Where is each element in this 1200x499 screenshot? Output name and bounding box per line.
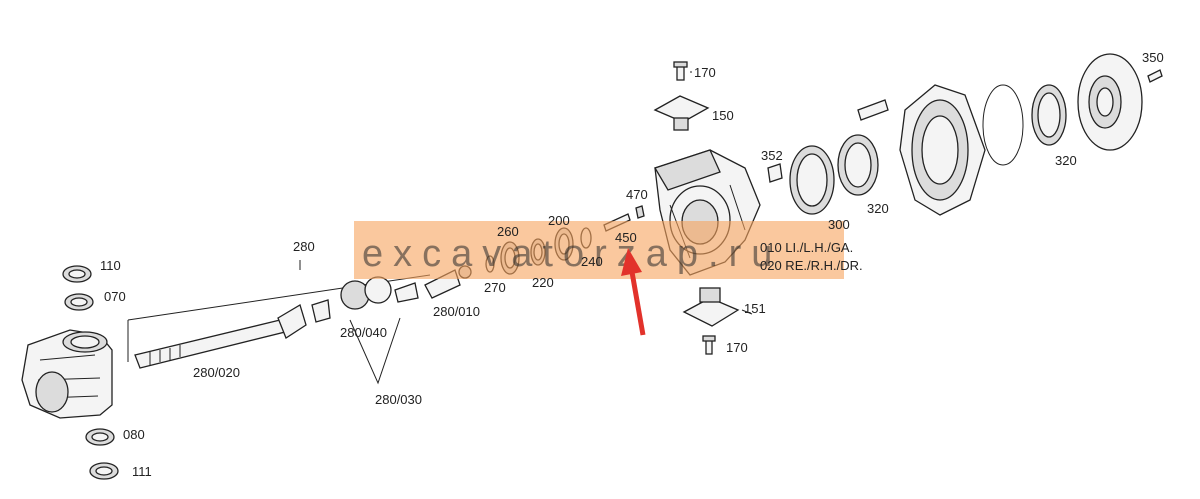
callout-352: 352 xyxy=(761,148,783,163)
watermark-text: excavatorzap.ru xyxy=(362,233,782,275)
callout-450: 450 xyxy=(615,230,637,245)
cover-150 xyxy=(653,95,710,131)
legend-line-2: 020 RE./R.H./DR. xyxy=(760,258,863,273)
callout-350: 350 xyxy=(1142,50,1164,65)
callout-070: 070 xyxy=(104,289,126,304)
callout-111: 111 xyxy=(132,464,152,479)
callout-240: 240 xyxy=(581,254,603,269)
bushing-352 xyxy=(767,163,783,183)
callout-170-top: 170 xyxy=(694,65,716,80)
callout-200: 200 xyxy=(548,213,570,228)
seal-320-right xyxy=(1031,84,1067,146)
axle-housing-knuckle xyxy=(21,329,113,419)
watermark-band xyxy=(354,221,844,279)
bolt-350 xyxy=(1147,69,1163,83)
callout-280-020: 280/020 xyxy=(193,365,240,380)
ring-111 xyxy=(89,462,119,480)
o-ring xyxy=(982,84,1024,166)
callout-280-040: 280/040 xyxy=(340,325,387,340)
bearing-080 xyxy=(85,428,115,446)
bearing-070 xyxy=(64,293,94,311)
axle-shaft-280-020 xyxy=(127,274,431,369)
leader-lines xyxy=(299,71,753,385)
callout-320-right: 320 xyxy=(1055,153,1077,168)
callout-320-left: 320 xyxy=(867,201,889,216)
cover-151 xyxy=(682,287,740,327)
bolt-170-top xyxy=(673,61,688,81)
seal-300 xyxy=(789,145,835,215)
callout-470: 470 xyxy=(626,187,648,202)
callout-080: 080 xyxy=(123,427,145,442)
pin xyxy=(857,99,889,121)
legend-line-1: 010 LI./L.H./GA. xyxy=(760,240,853,255)
brake-drum xyxy=(1077,53,1143,151)
callout-110: 110 xyxy=(100,258,121,273)
callout-300: 300 xyxy=(828,217,850,232)
callout-280-030: 280/030 xyxy=(375,392,422,407)
callout-170-bottom: 170 xyxy=(726,340,748,355)
red-arrow xyxy=(621,248,646,336)
wheel-hub xyxy=(899,84,986,216)
seal-320-left xyxy=(837,134,879,196)
callout-151: 151 xyxy=(744,301,766,316)
callout-280-010: 280/010 xyxy=(433,304,480,319)
callout-220: 220 xyxy=(532,275,554,290)
callout-260: 260 xyxy=(497,224,519,239)
bolt-170-bottom xyxy=(702,335,716,355)
callout-280: 280 xyxy=(293,239,315,254)
callout-270: 270 xyxy=(484,280,506,295)
callout-150: 150 xyxy=(712,108,734,123)
ring-110 xyxy=(62,265,92,283)
